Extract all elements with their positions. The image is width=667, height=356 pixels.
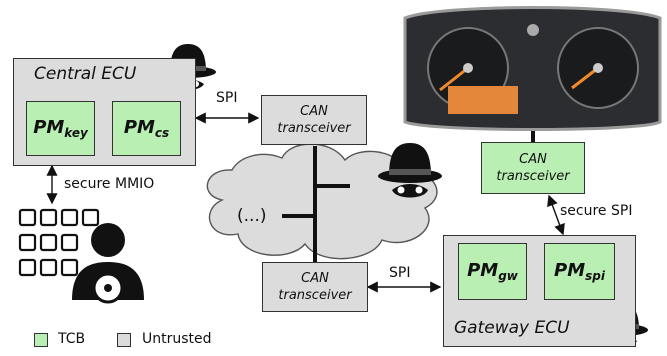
hacker-icon-network (378, 143, 442, 198)
pm-spi-box: PMspi (544, 243, 615, 300)
cloud-ellipsis-label: (...) (237, 206, 267, 226)
legend-untrusted-swatch (117, 333, 131, 347)
pm-spi-label: PMspi (554, 260, 605, 283)
network-cloud (206, 143, 438, 260)
legend-tcb-swatch (34, 333, 48, 347)
legend-untrusted-label: Untrusted (142, 331, 212, 347)
can-transceiver-right: CAN transceiver (481, 142, 585, 194)
pm-key-label: PMkey (33, 117, 88, 140)
legend-tcb-label: TCB (58, 331, 86, 347)
pm-cs-box: PMcs (112, 101, 181, 156)
pm-cs-label: PMcs (123, 117, 170, 140)
arrow-secure-spi (547, 194, 565, 236)
instrument-cluster-image (403, 6, 662, 131)
central-ecu-title: Central ECU (34, 64, 137, 84)
keypad-icon (18, 208, 100, 277)
pm-gw-label: PMgw (467, 260, 518, 283)
secure-mmio-label: secure MMIO (64, 176, 155, 192)
can-transceiver-top: CAN transceiver (261, 95, 367, 145)
pm-gw-box: PMgw (458, 243, 527, 300)
spi-top-label: SPI (216, 90, 238, 106)
pm-key-box: PMkey (26, 101, 95, 156)
gateway-ecu-title: Gateway ECU (454, 318, 570, 338)
can-transceiver-bottom: CAN transceiver (262, 262, 368, 312)
secure-spi-label: secure SPI (560, 203, 633, 219)
spi-bottom-label: SPI (389, 265, 411, 281)
driver-icon (72, 223, 144, 304)
